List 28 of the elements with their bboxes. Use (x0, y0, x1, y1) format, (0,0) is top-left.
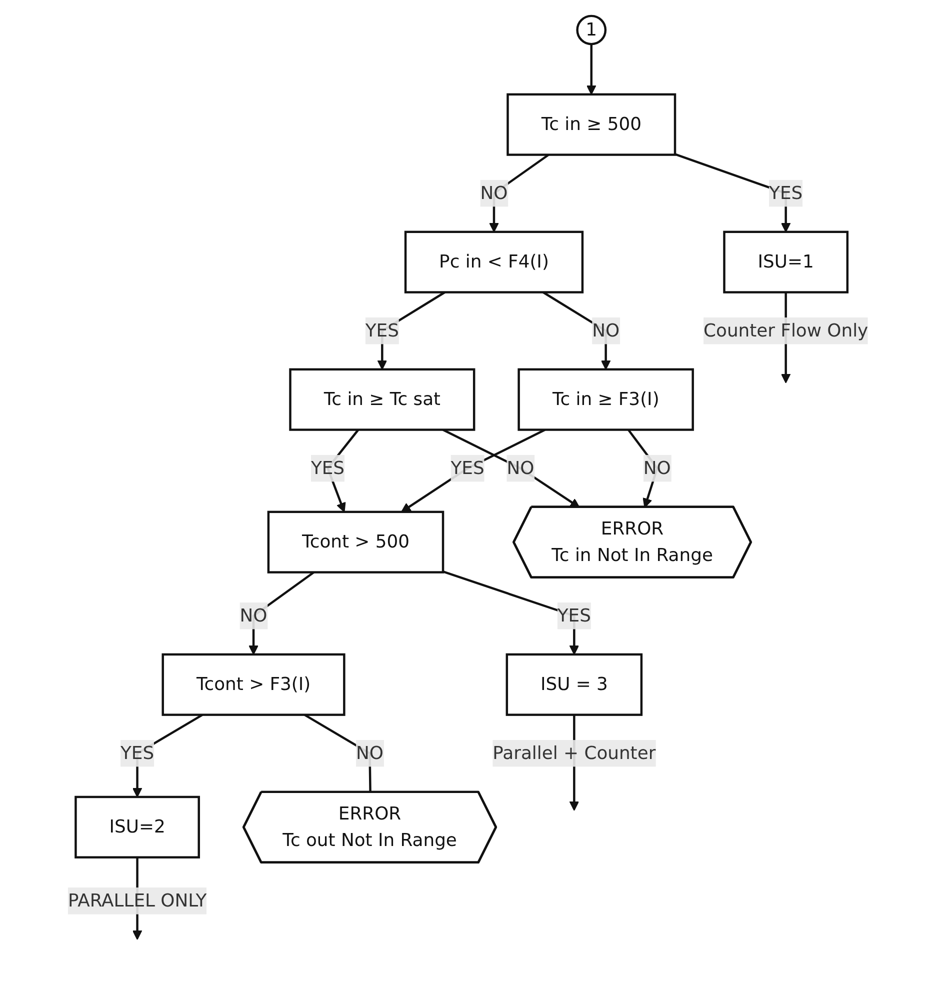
node-box: Tcont > 500 (267, 510, 444, 573)
edge-label: YES (768, 182, 803, 203)
edge-label: NO (480, 182, 508, 203)
node-box: ISU=2 (74, 795, 200, 858)
edge-label: PARALLEL ONLY (68, 889, 207, 910)
arrow (586, 44, 596, 94)
node-circle: 1 (576, 14, 607, 45)
node-box: ISU = 3 (506, 652, 642, 716)
edge-label: YES (310, 456, 344, 478)
edge-label: YES (120, 742, 154, 763)
node-box: Tc in ≥ F3(I) (518, 368, 694, 430)
edge-label: YES (365, 319, 399, 340)
edge-label: NO (356, 742, 384, 763)
node-box: Tcont > F3(I) (162, 652, 346, 716)
edge-label: YES (557, 604, 591, 626)
edge-label: YES (450, 456, 484, 478)
node-box: Tc in ≥ Tc sat (289, 368, 476, 430)
edge-label: NO (506, 456, 534, 478)
node-box: Pc in < F4(I) (404, 230, 584, 293)
edge-label: NO (643, 456, 671, 478)
node-box: Tc in ≥ 500 (506, 92, 676, 156)
node-box: ISU=1 (723, 230, 848, 293)
arrow (442, 428, 580, 508)
edge-label: NO (592, 319, 620, 340)
edge-label: Parallel + Counter (492, 742, 656, 763)
arrow (400, 428, 546, 512)
edge-label: NO (240, 604, 268, 626)
edge-label: Counter Flow Only (703, 319, 868, 340)
